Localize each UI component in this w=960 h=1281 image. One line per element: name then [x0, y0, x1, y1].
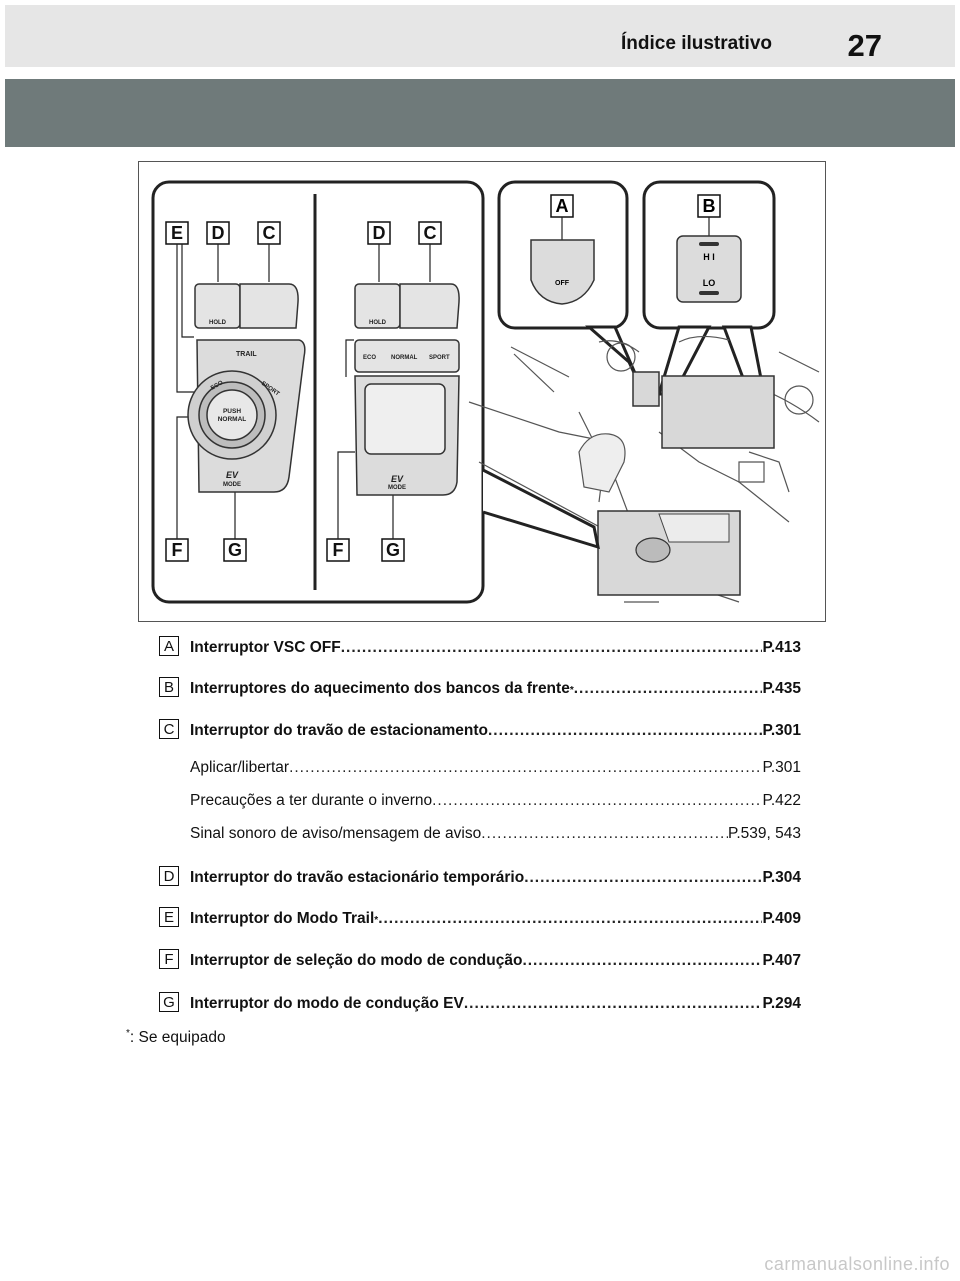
label-c-2: C [424, 223, 437, 243]
svg-text:H I: H I [703, 252, 715, 262]
entry-drive-mode-select[interactable]: Interruptor de seleção do modo de conduç… [190, 952, 801, 970]
svg-text:SPORT: SPORT [429, 355, 450, 361]
svg-text:MODE: MODE [223, 482, 241, 488]
label-a: A [556, 196, 569, 216]
entry-title: Aplicar/libertar [190, 759, 290, 776]
console-seat-heater-area [661, 375, 775, 449]
svg-text:PUSH: PUSH [223, 408, 241, 415]
entry-title: Interruptor VSC OFF [190, 639, 341, 656]
footnote-text: : Se equipado [129, 1029, 226, 1047]
entry-letter-a: A [159, 636, 179, 656]
watermark: carmanualsonline.info [764, 1254, 950, 1274]
entry-page: P.294 [762, 995, 801, 1012]
switch-unit-left [187, 283, 306, 493]
svg-text:HOLD: HOLD [369, 320, 387, 326]
entry-title: Interruptores do aquecimento dos bancos … [190, 680, 570, 697]
section-band [5, 79, 955, 147]
svg-text:EV: EV [391, 474, 404, 484]
entry-title: Interruptor do modo de condução EV [190, 995, 464, 1012]
console-switch-area [632, 371, 660, 407]
entry-page: P.409 [762, 910, 801, 927]
page-number: 27 [847, 28, 882, 63]
entry-trail-mode[interactable]: Interruptor do Modo Trail*P.409 [190, 910, 801, 928]
entry-winter-precautions[interactable]: Precauções a ter durante o inverno P.422 [190, 792, 801, 810]
svg-text:ECO: ECO [363, 355, 376, 361]
label-g-2: G [386, 540, 400, 560]
entry-page: P.301 [762, 759, 801, 776]
label-f-2: F [333, 540, 344, 560]
label-b: B [703, 196, 716, 216]
label-f: F [172, 540, 183, 560]
entry-letter-d: D [159, 866, 179, 886]
entry-seat-heaters[interactable]: Interruptores do aquecimento dos bancos … [190, 680, 801, 698]
label-c: C [263, 223, 276, 243]
section-title: Índice ilustrativo [621, 33, 772, 54]
entry-title: Sinal sonoro de aviso/mensagem de aviso [190, 825, 482, 842]
illustration: E D C F G D C F G [138, 161, 826, 622]
console-sketch [468, 335, 820, 603]
entry-title: Interruptor do travão estacionário tempo… [190, 869, 525, 886]
svg-text:HOLD: HOLD [209, 320, 227, 326]
entry-page: P.539, 543 [728, 825, 801, 842]
entry-ev-mode[interactable]: Interruptor do modo de condução EV P.294 [190, 995, 801, 1013]
svg-text:NORMAL: NORMAL [391, 355, 418, 361]
entry-letter-g: G [159, 992, 179, 1012]
label-g: G [228, 540, 242, 560]
entry-page: P.304 [762, 869, 801, 886]
svg-text:TRAIL: TRAIL [236, 351, 257, 358]
svg-text:NORMAL: NORMAL [218, 416, 247, 423]
footnote: *: Se equipado [126, 1028, 226, 1047]
entry-title: Interruptor de seleção do modo de conduç… [190, 952, 523, 969]
svg-text:MODE: MODE [388, 485, 406, 491]
entry-page: P.413 [762, 639, 801, 656]
entry-warning-buzzer[interactable]: Sinal sonoro de aviso/mensagem de aviso … [190, 825, 801, 843]
entry-page: P.407 [762, 952, 801, 969]
header-bar [5, 5, 955, 67]
entry-letter-b: B [159, 677, 179, 697]
entry-vsc-off[interactable]: Interruptor VSC OFF P.413 [190, 639, 801, 657]
footnote-marker: * [126, 1028, 130, 1039]
entry-title: Interruptor do Modo Trail [190, 910, 375, 927]
svg-text:OFF: OFF [555, 280, 570, 287]
entry-letter-c: C [159, 719, 179, 739]
entry-title: Precauções a ter durante o inverno [190, 792, 433, 809]
entry-title: Interruptor do travão de estacionamento [190, 722, 488, 739]
entry-letter-f: F [159, 949, 179, 969]
label-e: E [171, 223, 183, 243]
entry-brake-hold[interactable]: Interruptor do travão estacionário tempo… [190, 869, 801, 887]
entry-page: P.435 [762, 680, 801, 697]
entry-page: P.422 [762, 792, 801, 809]
entry-page: P.301 [762, 722, 801, 739]
label-d-2: D [373, 223, 386, 243]
svg-text:EV: EV [226, 470, 239, 480]
svg-text:ECO: ECO [210, 380, 225, 392]
label-d: D [212, 223, 225, 243]
svg-text:LO: LO [703, 278, 716, 288]
switch-unit-middle [354, 283, 460, 496]
entry-apply-release[interactable]: Aplicar/libertar P.301 [190, 759, 801, 777]
entry-letter-e: E [159, 907, 179, 927]
entry-parking-brake[interactable]: Interruptor do travão de estacionamento … [190, 722, 801, 740]
